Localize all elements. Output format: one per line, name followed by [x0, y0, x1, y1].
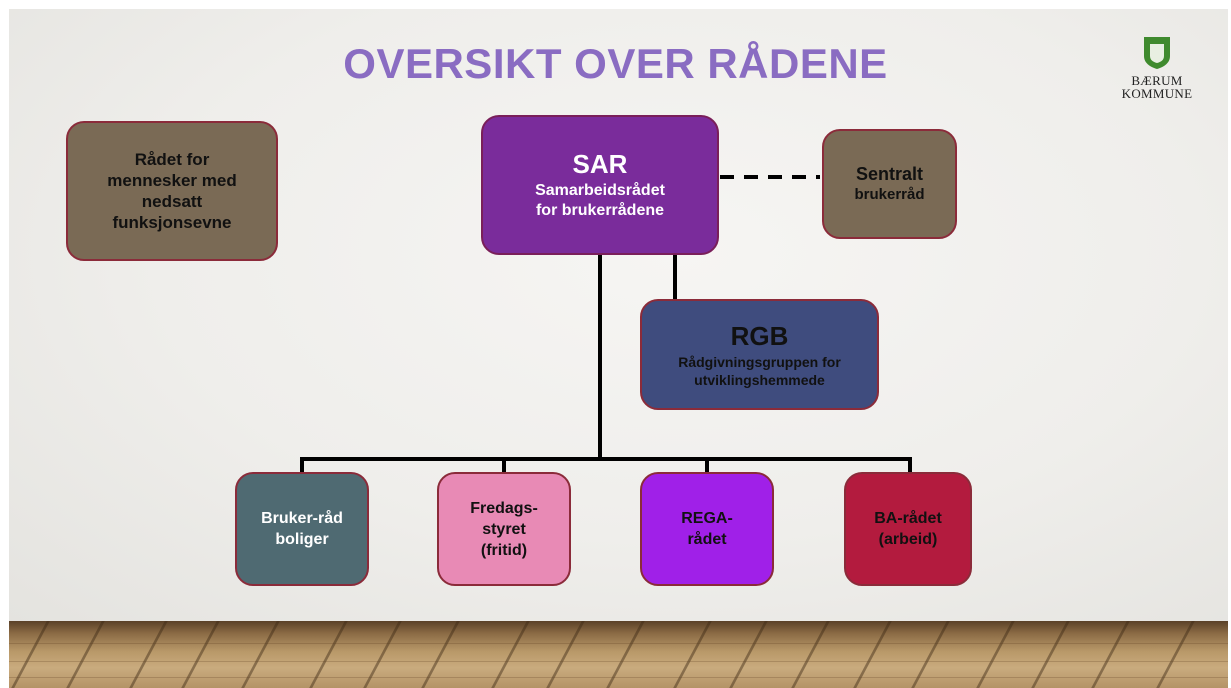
box-sar-subtitle-1: Samarbeidsrådet [535, 182, 665, 199]
box-line: Bruker-råd [261, 510, 343, 527]
connector-horizontal-bus [300, 457, 912, 461]
slide-background [9, 9, 1228, 621]
box-rgb-subtitle-2: utviklingshemmede [694, 371, 825, 388]
shield-crest-icon [1144, 37, 1170, 69]
slide-title: OVERSIKT OVER RÅDENE [343, 40, 888, 87]
box-rgb-subtitle-1: Rådgivningsgruppen for [678, 353, 841, 370]
box-fredags-styret: Fredags- styret (fritid) [437, 472, 571, 586]
connector-drop-ba [908, 457, 912, 474]
box-line: Sentralt [855, 164, 924, 184]
box-bruker-rad-boliger: Bruker-råd boliger [235, 472, 369, 586]
box-sar-title: SAR [572, 149, 628, 179]
box-ba-radet: BA-rådet (arbeid) [844, 472, 972, 586]
box-sar-subtitle-2: for brukerrådene [535, 202, 665, 219]
box-rgb-title: RGB [730, 320, 789, 351]
connector-sar-to-sentralt-dashed [720, 175, 820, 179]
box-radet-nedsatt-funksjonsevne: Rådet for mennesker med nedsatt funksjon… [66, 121, 278, 261]
connector-sar-to-rgb [673, 254, 677, 301]
box-line: nedsatt [141, 192, 203, 211]
wooden-floor [9, 621, 1228, 688]
box-rgb: RGB Rådgivningsgruppen for utviklingshem… [640, 299, 879, 410]
connector-drop-rega [705, 457, 709, 474]
box-line: (fritid) [480, 541, 528, 559]
connector-sar-to-horizontal [598, 254, 602, 460]
box-line: brukerråd [854, 186, 925, 203]
box-rega-radet: REGA- rådet [640, 472, 774, 586]
box-line: Fredags- [470, 499, 538, 517]
box-line: (arbeid) [878, 531, 938, 548]
box-line: styret [482, 520, 526, 538]
box-line: rådet [687, 531, 727, 548]
box-line: Rådet for [134, 150, 210, 169]
logo-text-line1: BÆRUM [1131, 73, 1183, 88]
logo: BÆRUM KOMMUNE [1112, 36, 1202, 100]
box-line: BA-rådet [874, 510, 942, 527]
connector-drop-fredags [502, 457, 506, 474]
box-sar: SAR Samarbeidsrådet for brukerrådene [481, 115, 719, 255]
box-line: funksjonsevne [112, 213, 232, 232]
logo-text-line2: KOMMUNE [1121, 86, 1193, 101]
box-line: boliger [275, 531, 329, 548]
box-sentralt-brukerrad: Sentralt brukerråd [822, 129, 957, 239]
box-line: REGA- [681, 510, 733, 527]
box-line: mennesker med [107, 171, 237, 190]
connector-drop-bruker [300, 457, 304, 474]
